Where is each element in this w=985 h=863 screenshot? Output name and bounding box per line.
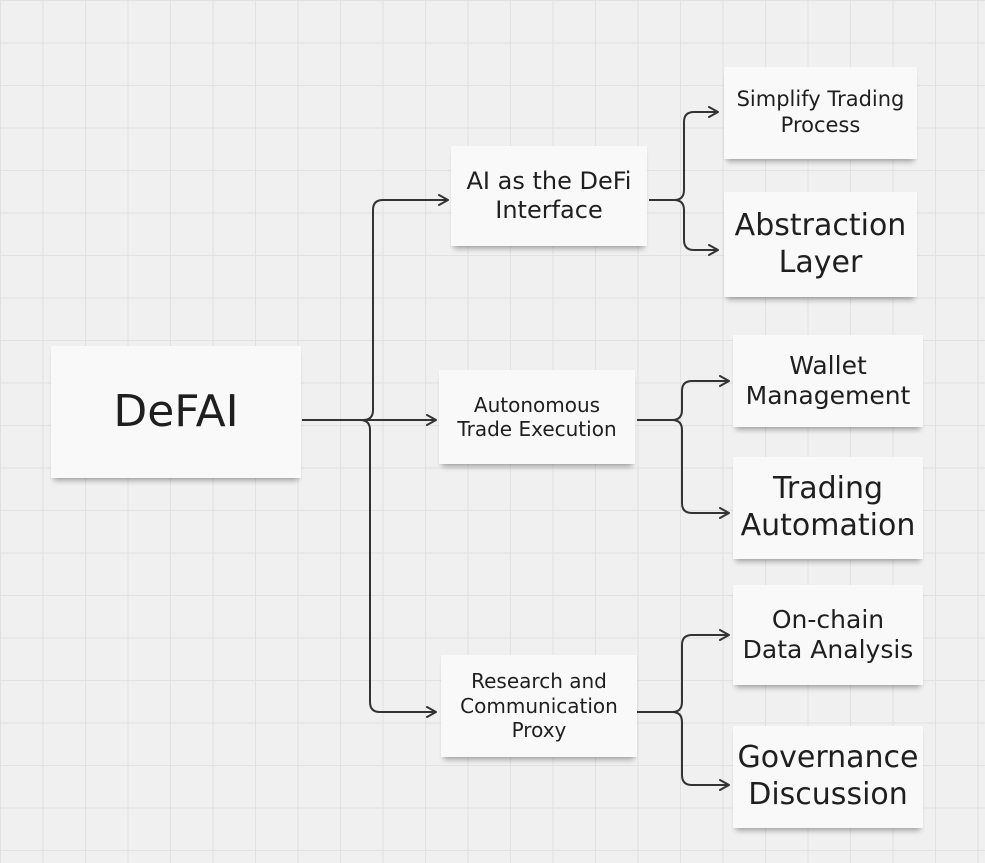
branch-node-autonomous-trade[interactable]: Autonomous Trade Execution — [439, 370, 635, 464]
branch-node-label: AI as the DeFi Interface — [466, 166, 632, 224]
leaf-node-wallet-management[interactable]: Wallet Management — [733, 335, 923, 427]
leaf-node-label: Abstraction Layer — [734, 207, 907, 280]
connector-autonomous-trade-to-trading-automation[interactable] — [637, 419, 730, 519]
root-node-defai[interactable]: DeFAI — [51, 346, 301, 478]
leaf-node-label: On-chain Data Analysis — [742, 604, 914, 665]
leaf-node-simplify-trading[interactable]: Simplify Trading Process — [724, 67, 917, 159]
branch-node-label: Autonomous Trade Execution — [457, 392, 617, 441]
leaf-node-label: Simplify Trading Process — [736, 87, 905, 137]
leaf-node-governance-discussion[interactable]: Governance Discussion — [733, 726, 923, 828]
leaf-node-label: Governance Discussion — [737, 740, 919, 812]
connector-root-to-ai-interface[interactable] — [302, 194, 449, 421]
leaf-node-abstraction-layer[interactable]: Abstraction Layer — [724, 192, 917, 297]
connector-ai-interface-to-abstraction-layer[interactable] — [649, 199, 719, 256]
connector-autonomous-trade-to-wallet-management[interactable] — [637, 375, 730, 421]
root-node-label: DeFAI — [113, 386, 239, 438]
connector-research-proxy-to-onchain-analysis[interactable] — [637, 629, 730, 713]
leaf-node-onchain-analysis[interactable]: On-chain Data Analysis — [733, 585, 923, 685]
branch-node-research-proxy[interactable]: Research and Communication Proxy — [441, 655, 637, 757]
branch-node-ai-interface[interactable]: AI as the DeFi Interface — [451, 146, 647, 246]
connector-ai-interface-to-simplify-trading[interactable] — [649, 106, 719, 201]
leaf-node-label: Trading Automation — [740, 471, 916, 543]
leaf-node-trading-automation[interactable]: Trading Automation — [733, 457, 923, 559]
connector-root-to-research-proxy[interactable] — [302, 419, 437, 718]
leaf-node-label: Wallet Management — [745, 350, 911, 411]
branch-node-label: Research and Communication Proxy — [460, 669, 618, 743]
connector-research-proxy-to-governance-discussion[interactable] — [637, 711, 730, 791]
